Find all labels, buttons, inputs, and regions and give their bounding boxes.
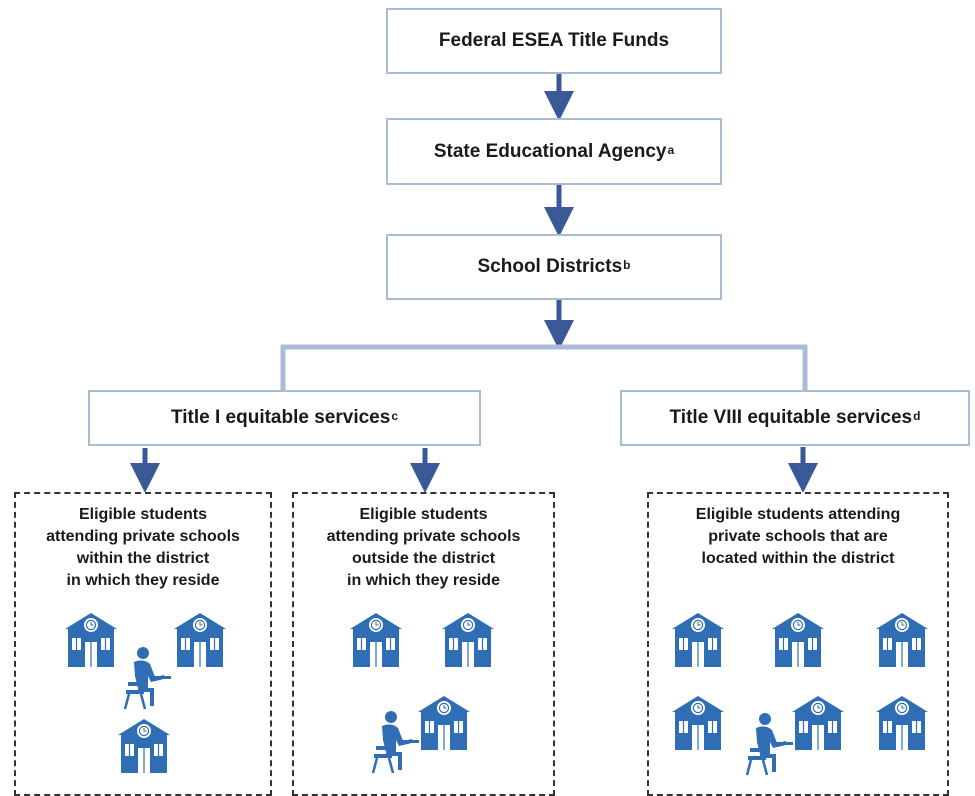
title8-footnote: d [913, 409, 921, 423]
outside-line-3: outside the district [351, 550, 496, 567]
school-building-icon [670, 612, 726, 673]
title1-label: Title I equitable services [171, 407, 391, 428]
school-building-icon [670, 695, 726, 756]
state-agency-label: State Educational Agency [433, 140, 667, 162]
group-outside-district: Eligible students attending private scho… [292, 492, 555, 796]
federal-funds-box: Federal ESEA Title Funds [386, 8, 722, 74]
school-building-icon [874, 695, 930, 756]
within-line-2: attending private schools [46, 528, 240, 545]
school-building-icon [348, 612, 404, 673]
federal-funds-label: Federal ESEA Title Funds [438, 30, 670, 51]
school-building-icon [440, 612, 496, 673]
school-building-icon [172, 612, 228, 673]
within-line-4: in which they reside [66, 572, 220, 589]
title1-footnote: c [391, 409, 398, 423]
school-building-icon [416, 695, 472, 756]
school-building-icon [874, 612, 930, 673]
school-districts-footnote: b [623, 258, 631, 272]
located-line-2: private schools that are [708, 528, 888, 545]
outside-line-2: attending private schools [326, 528, 521, 545]
title8-label: Title VIII equitable services [669, 407, 913, 428]
school-districts-label: School Districts [477, 256, 623, 277]
located-line-1: Eligible students attending [695, 506, 901, 523]
split-connector [280, 344, 808, 392]
outside-line-1: Eligible students [359, 506, 488, 523]
school-building-icon [790, 695, 846, 756]
located-line-3: located within the district [701, 550, 895, 567]
student-at-desk-icon [745, 712, 796, 781]
school-building-icon [770, 612, 826, 673]
within-line-1: Eligible students [78, 506, 207, 523]
within-line-3: within the district [76, 550, 210, 567]
state-agency-footnote: a [667, 142, 675, 157]
outside-line-4: in which they reside [347, 572, 500, 589]
school-building-icon [116, 718, 172, 779]
school-building-icon [63, 612, 119, 673]
student-at-desk-icon [123, 646, 174, 715]
student-at-desk-icon [371, 710, 422, 779]
